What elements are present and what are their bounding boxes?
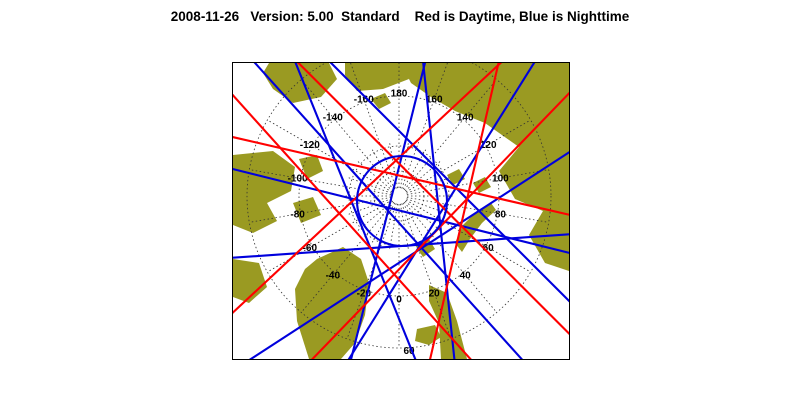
daytime-track (233, 136, 569, 216)
plot-title: 2008-11-26 Version: 5.00 Standard Red is… (170, 9, 630, 24)
labels-layer: 180 160 140 120 100 80 60 40 20 0 -20 -40 -60 -80 -100… (288, 89, 510, 358)
land-layer (233, 63, 569, 359)
meridian-line (401, 203, 452, 339)
meridian-label: 180 (391, 89, 408, 100)
meridian-line (267, 119, 393, 193)
landmass (233, 259, 267, 303)
meridian-label: 60 (483, 243, 495, 254)
meridian-line (267, 199, 393, 273)
meridian-label: 160 (426, 95, 443, 106)
nighttime-track (329, 63, 569, 303)
daytime-track (233, 93, 472, 359)
nighttime-track (422, 63, 456, 359)
nighttime-track (233, 167, 569, 254)
landmass (429, 285, 467, 359)
daytime-track (233, 63, 503, 314)
meridian-label: -80 (290, 209, 305, 220)
meridian-line (406, 169, 549, 196)
nighttime-track (294, 63, 417, 359)
meridian-label: 100 (492, 174, 509, 185)
meridian-label: 80 (495, 209, 507, 220)
meridian-label: -20 (357, 288, 372, 299)
meridian-label: 0 (396, 295, 402, 306)
meridian-label: 120 (480, 140, 497, 151)
meridian-label: 20 (429, 288, 441, 299)
meridian-line (346, 203, 397, 339)
plot-frame: 180 160 140 120 100 80 60 40 20 0 -20 -40 -60 -80 -100… (232, 62, 570, 360)
latitude-circle (246, 63, 552, 349)
latitude-label: 60 (403, 346, 415, 357)
polar-map: 180 160 140 120 100 80 60 40 20 0 -20 -40 -60 -80 -100… (233, 63, 569, 359)
meridian-label: -100 (288, 174, 308, 185)
meridian-line (405, 119, 531, 193)
landmass (455, 203, 496, 252)
meridian-label: -60 (303, 243, 318, 254)
landmass (293, 197, 321, 223)
nighttime-track (350, 63, 427, 359)
meridian-label: 40 (460, 270, 472, 281)
meridian-label: -140 (323, 113, 343, 124)
landmass (345, 63, 409, 91)
meridian-label: -40 (326, 270, 341, 281)
meridian-line (300, 201, 395, 313)
landmass (401, 63, 569, 271)
meridian-label: -160 (354, 95, 374, 106)
meridian-label: 140 (457, 113, 474, 124)
map-layers: 180 160 140 120 100 80 60 40 20 0 -20 -40 -60 -80 -100… (233, 63, 569, 359)
landmass (295, 247, 369, 359)
tracks-layer (233, 63, 569, 359)
meridian-label: -120 (300, 140, 320, 151)
landmass (233, 151, 295, 233)
meridian-line (405, 199, 531, 273)
pole-hole-circle (355, 154, 449, 248)
daytime-track (429, 63, 500, 359)
nighttime-track (347, 63, 536, 359)
